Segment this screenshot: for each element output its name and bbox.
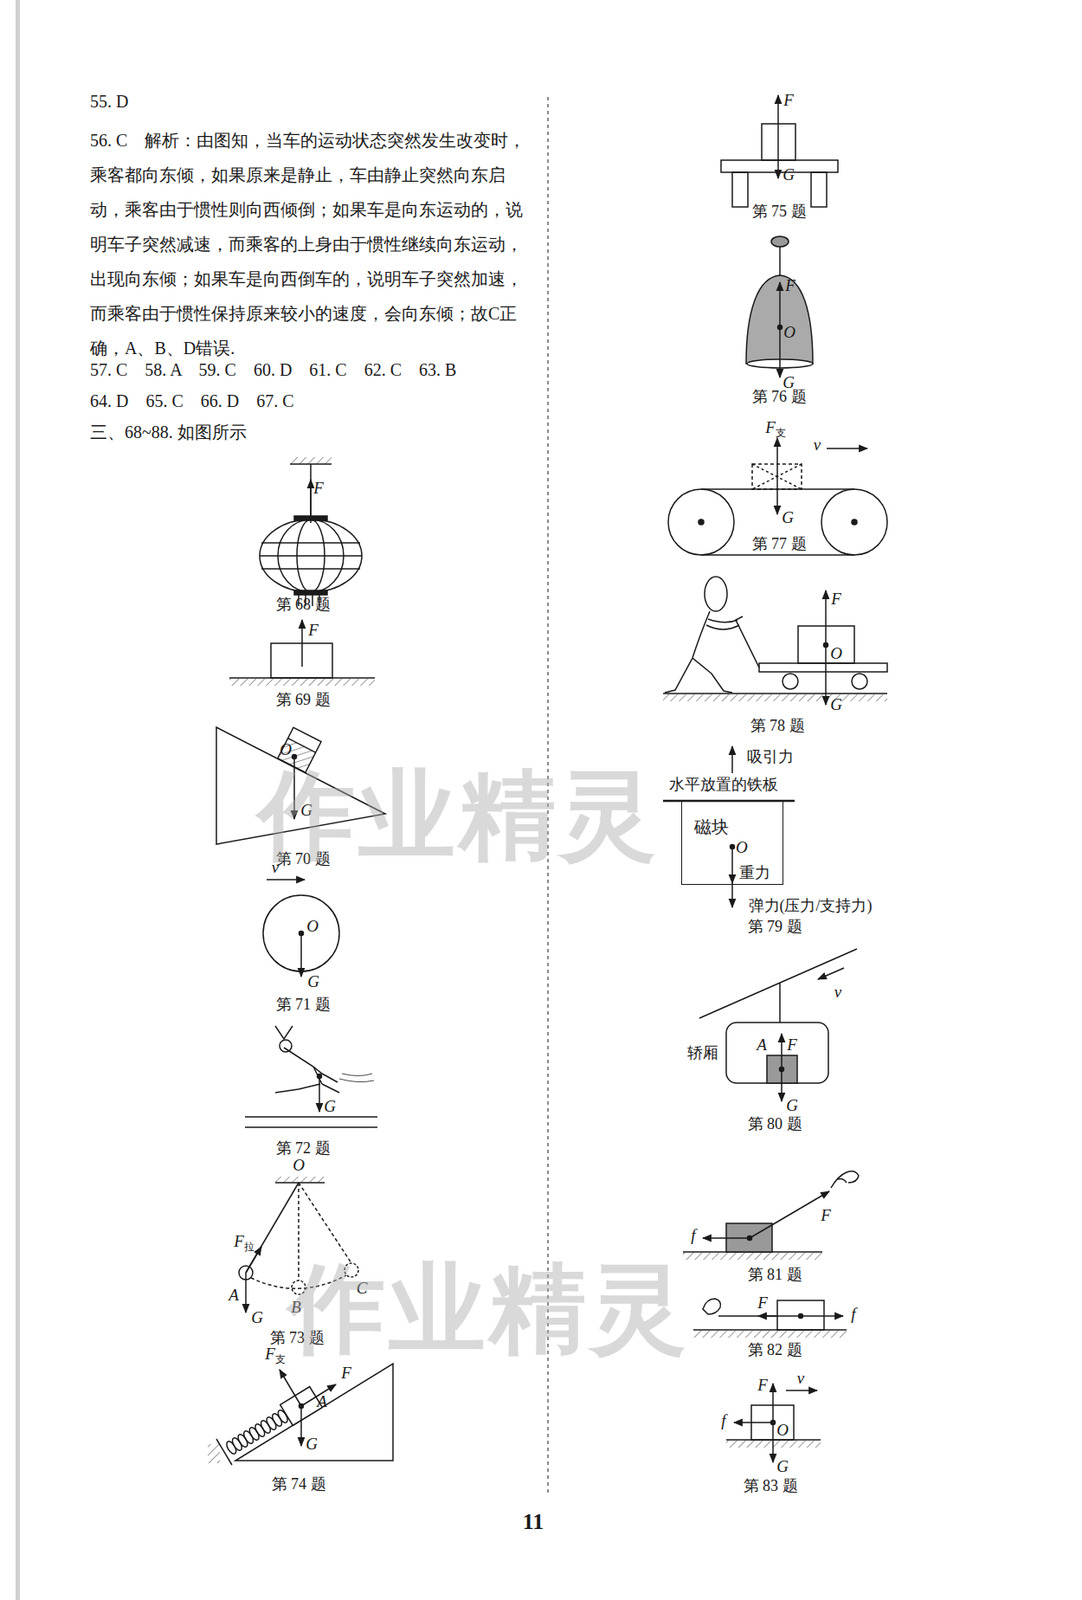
force-label: F bbox=[786, 1035, 798, 1055]
force-label: O bbox=[306, 916, 319, 936]
force-label: G bbox=[323, 1096, 336, 1116]
force-label: F bbox=[830, 589, 842, 609]
force-label: 支 bbox=[775, 427, 786, 440]
node-text: 磁块 bbox=[694, 815, 729, 839]
figure-caption: 第 69 题 bbox=[276, 690, 331, 709]
answer-text: 55. D bbox=[90, 91, 129, 112]
figure-caption: 第 83 题 bbox=[743, 1476, 799, 1495]
force-label: A bbox=[228, 1285, 239, 1305]
force-label: v bbox=[797, 1368, 805, 1388]
figure-caption: 第 72 题 bbox=[276, 1139, 331, 1158]
force-label: 弹力(压力/支持力) bbox=[748, 896, 873, 915]
force-label: G bbox=[781, 508, 794, 528]
force-label: G bbox=[251, 1307, 264, 1327]
figure-caption: 第 81 题 bbox=[747, 1265, 803, 1284]
force-label: 拉 bbox=[244, 1241, 255, 1254]
figure-caption: 第 71 题 bbox=[276, 995, 331, 1014]
figure-caption: 第 82 题 bbox=[747, 1340, 803, 1359]
force-label: F bbox=[765, 418, 776, 438]
force-label: O bbox=[830, 644, 843, 664]
force-label: A bbox=[316, 1391, 328, 1411]
force-label: F bbox=[233, 1231, 245, 1251]
figure-caption: 第 75 题 bbox=[752, 202, 807, 221]
answer-text: 56. C 解析：由图知，当车的运动状态突然发生改变时，乘客都向东倾，如果原来是… bbox=[90, 122, 532, 366]
figure-caption: 第 80 题 bbox=[747, 1114, 803, 1134]
force-label: f bbox=[690, 1225, 696, 1245]
force-label: A bbox=[756, 1035, 767, 1055]
force-label: F bbox=[757, 1375, 768, 1395]
answer-text: 三、68~88. 如图所示 bbox=[90, 422, 247, 443]
force-label: v bbox=[813, 435, 821, 455]
answer-text: 64. D 65. C 66. D 67. C bbox=[90, 391, 295, 412]
force-label: G bbox=[830, 695, 843, 715]
answer-text: 57. C 58. A 59. C 60. D 61. C 62. C 63. … bbox=[90, 360, 457, 380]
watermark: 作业精灵 bbox=[257, 759, 660, 872]
node-text: O bbox=[735, 837, 748, 857]
force-label: G bbox=[307, 972, 320, 992]
force-label: 支 bbox=[275, 1353, 286, 1366]
force-label: 轿厢 bbox=[687, 1043, 719, 1063]
figure-caption: 第 77 题 bbox=[752, 534, 807, 554]
magnet-block: 磁块 O bbox=[681, 800, 784, 885]
figure-caption: 第 78 题 bbox=[750, 716, 806, 735]
figure-caption: 第 76 题 bbox=[752, 387, 807, 406]
force-label: F bbox=[264, 1344, 276, 1364]
force-label: v bbox=[834, 982, 842, 1002]
figure-caption: 第 79 题 bbox=[747, 917, 803, 936]
force-label: O bbox=[279, 740, 292, 760]
force-label: f bbox=[850, 1304, 856, 1324]
force-label: G bbox=[776, 1456, 789, 1476]
force-label: F bbox=[341, 1363, 352, 1383]
force-label: F bbox=[313, 478, 324, 498]
figure-caption: 第 68 题 bbox=[276, 595, 331, 614]
figure-caption: 第 74 题 bbox=[271, 1474, 327, 1494]
force-label: 11 bbox=[522, 1508, 545, 1535]
force-label: F bbox=[820, 1205, 831, 1225]
force-label: O bbox=[292, 1155, 305, 1175]
force-label: F bbox=[757, 1293, 768, 1313]
force-label: 吸引力 bbox=[747, 747, 794, 767]
force-label: F bbox=[783, 90, 794, 110]
watermark: 作业精灵 bbox=[288, 1253, 690, 1366]
force-label: F bbox=[308, 620, 319, 640]
spring-coils bbox=[225, 1408, 290, 1456]
force-label: 水平放置的铁板 bbox=[669, 775, 779, 794]
force-label: G bbox=[785, 1095, 799, 1115]
force-label: G bbox=[782, 165, 795, 185]
force-label: O bbox=[783, 322, 796, 342]
force-label: F bbox=[785, 276, 796, 296]
force-label: 重力 bbox=[739, 863, 771, 883]
force-label: G bbox=[305, 1434, 318, 1454]
force-label: f bbox=[721, 1410, 726, 1430]
force-label: O bbox=[776, 1420, 789, 1440]
